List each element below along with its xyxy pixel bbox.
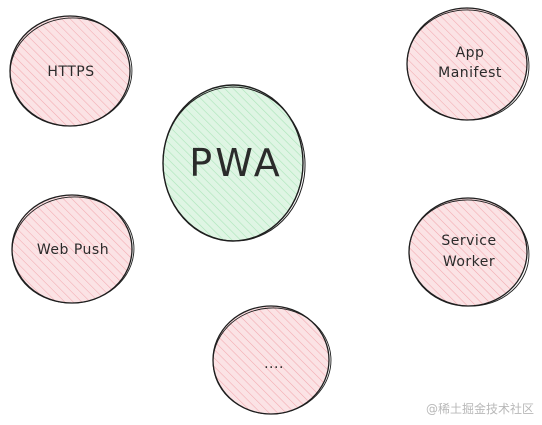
- node-app-manifest: App Manifest: [406, 7, 530, 121]
- node-app-manifest-label-2: Manifest: [438, 65, 502, 81]
- node-https-hatch: [10, 16, 130, 126]
- node-app-manifest-hatch: [407, 8, 527, 120]
- node-more-hatch: [213, 306, 329, 414]
- node-service-worker-hatch: [409, 198, 527, 306]
- node-app-manifest-outline-2: [406, 9, 530, 121]
- node-pwa-label: PWA: [189, 141, 282, 185]
- node-https-label: HTTPS: [47, 64, 94, 80]
- node-service-worker-outline-2: [408, 199, 530, 307]
- node-pwa-hatch: [163, 85, 303, 241]
- node-service-worker: Service Worker: [408, 197, 530, 307]
- node-https: HTTPS: [9, 15, 133, 127]
- node-web-push-label: Web Push: [37, 242, 109, 258]
- node-more-label: ....: [264, 356, 284, 372]
- node-https-outline-2: [9, 17, 133, 127]
- node-more-outline-2: [212, 307, 332, 415]
- node-pwa-outline-2: [162, 86, 306, 242]
- node-web-push-outline-2: [11, 196, 135, 304]
- node-web-push-hatch: [12, 195, 132, 303]
- watermark: @稀土掘金技术社区: [425, 402, 534, 416]
- node-service-worker-label-2: Worker: [443, 254, 495, 270]
- node-more: ....: [212, 305, 332, 415]
- node-pwa: PWA: [162, 84, 306, 242]
- node-service-worker-label-1: Service: [441, 233, 496, 249]
- node-app-manifest-label-1: App: [456, 45, 485, 61]
- node-web-push: Web Push: [11, 194, 135, 304]
